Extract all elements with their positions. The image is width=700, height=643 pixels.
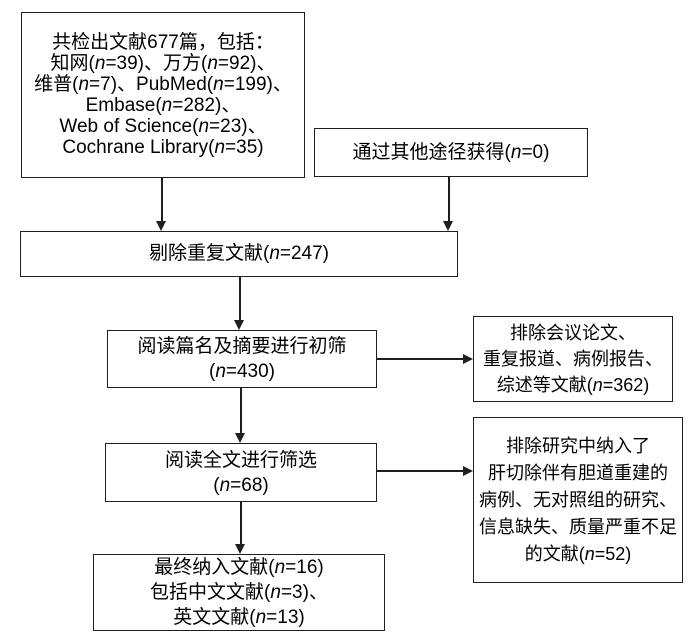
box-duplicates-removed-text: 剔除重复文献(n=247) [148,243,330,264]
arrow-fulltext-to-included-head-icon [235,544,245,554]
arrow-screening-to-excluded-line [377,358,463,360]
box-fulltext-screening: 阅读全文进行筛选(n=68) [105,443,377,502]
box-excluded-after-fulltext: 排除研究中纳入了肝切除伴有胆道重建的病例、无对照组的研究、信息缺失、质量严重不足… [473,417,683,583]
arrow-records-to-duplicates-head-icon [156,221,166,231]
box-other-sources: 通过其他途径获得(n=0) [314,128,588,177]
box-duplicates-removed: 剔除重复文献(n=247) [20,231,458,277]
box-title-abstract-screening: 阅读篇名及摘要进行初筛(n=430) [107,330,377,388]
arrow-fulltext-to-included-line [240,502,242,544]
box-title-abstract-screening-text: 阅读篇名及摘要进行初筛(n=430) [137,336,347,382]
box-excluded-after-screening-text: 排除会议论文、重复报道、病例报告、综述等文献(n=362) [483,323,663,395]
arrow-duplicates-to-screening-line [239,277,241,320]
box-fulltext-screening-text: 阅读全文进行筛选(n=68) [164,449,317,496]
box-records-identified: 共检出文献677篇，包括：知网(n=39)、万方(n=92)、维普(n=7)、P… [21,12,305,178]
box-excluded-after-fulltext-text: 排除研究中纳入了肝切除伴有胆道重建的病例、无对照组的研究、信息缺失、质量严重不足… [479,435,677,564]
arrow-duplicates-to-screening-head-icon [234,320,244,330]
arrow-fulltext-to-excluded-head-icon [463,466,473,476]
box-records-identified-text: 共检出文献677篇，包括：知网(n=39)、万方(n=92)、维普(n=7)、P… [34,32,292,158]
box-excluded-after-screening: 排除会议论文、重复报道、病例报告、综述等文献(n=362) [473,316,673,402]
arrow-othersources-to-duplicates-head-icon [443,221,453,231]
arrow-screening-to-excluded-head-icon [463,354,473,364]
box-final-included-text: 最终纳入文献(n=16)包括中文文献(n=3)、英文文献(n=13) [150,557,328,628]
arrow-screening-to-fulltext-head-icon [235,433,245,443]
arrow-screening-to-fulltext-line [240,388,242,433]
arrow-fulltext-to-excluded-line [377,470,463,472]
box-final-included: 最终纳入文献(n=16)包括中文文献(n=3)、英文文献(n=13) [93,554,385,631]
arrow-records-to-duplicates-line [161,178,163,221]
arrow-othersources-to-duplicates-line [448,177,450,221]
box-other-sources-text: 通过其他途径获得(n=0) [352,141,550,163]
